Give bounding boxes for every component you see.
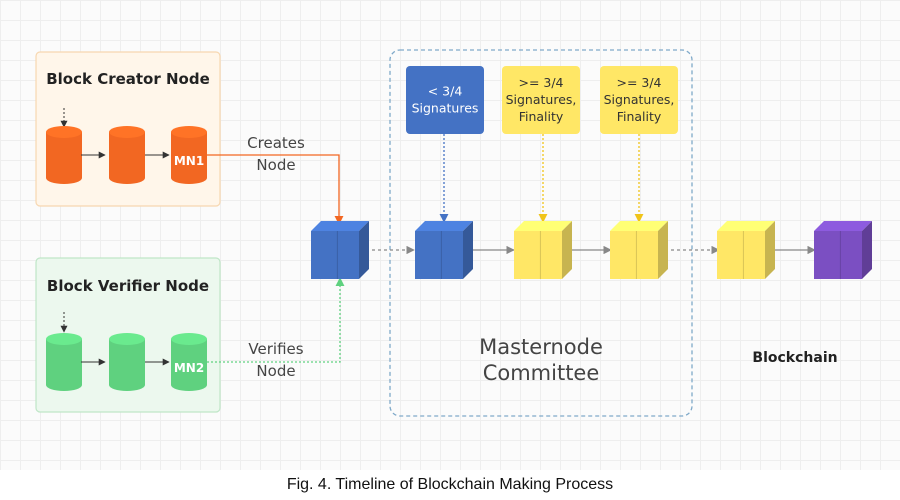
creates-label-line2: Node [256,156,295,174]
signature-text: >= 3/4 [518,75,563,90]
signature-text: Signatures, [604,92,675,107]
pending-block-cube [311,221,369,279]
blockchain-label: Blockchain [752,350,837,366]
creator-cylinder-2 [109,126,145,184]
chain-block-cube-1 [717,221,775,279]
signature-text: >= 3/4 [616,75,661,90]
block-verifier-title: Block Verifier Node [47,277,209,295]
block-verifier-panel: Block Verifier Node MN2 [35,257,221,413]
verifier-cylinder-2 [109,333,145,391]
committee-label-line1: Masternode [479,335,603,359]
masternode-committee-box [389,49,693,417]
verifies-connector [207,277,345,363]
verifies-label-line1: Verifies [248,340,303,358]
verifies-label-line2: Node [256,362,295,380]
creates-label-line1: Creates [247,134,305,152]
chain-block-cube-2 [814,221,872,279]
signature-text: Finality [519,109,564,124]
committee-label-line2: Committee [483,361,600,385]
signature-text: Signatures, [506,92,577,107]
blockchain-diagram: Block Creator Node MN1 Block Verifier No… [35,49,872,417]
committee-block-cube-2 [514,221,572,279]
signature-text: < 3/4 [428,84,463,99]
signature-text: Finality [617,109,662,124]
verifier-cylinder-1 [46,333,82,391]
creator-cylinder-3 [171,126,207,184]
blocks [311,221,872,279]
creates-connector [207,154,344,225]
creator-cylinder-1 [46,126,82,184]
diagram-canvas: Block Creator Node MN1 Block Verifier No… [0,0,900,470]
block-creator-panel: Block Creator Node MN1 [35,51,221,207]
block-creator-title: Block Creator Node [46,70,210,88]
verifier-cylinder-3 [171,333,207,391]
mn1-label: MN1 [174,154,204,168]
mn2-label: MN2 [174,361,204,375]
committee-block-cube-1 [415,221,473,279]
signature-text: Signatures [412,101,479,116]
committee-block-cube-3 [610,221,668,279]
figure-caption: Fig. 4. Timeline of Blockchain Making Pr… [286,476,614,493]
